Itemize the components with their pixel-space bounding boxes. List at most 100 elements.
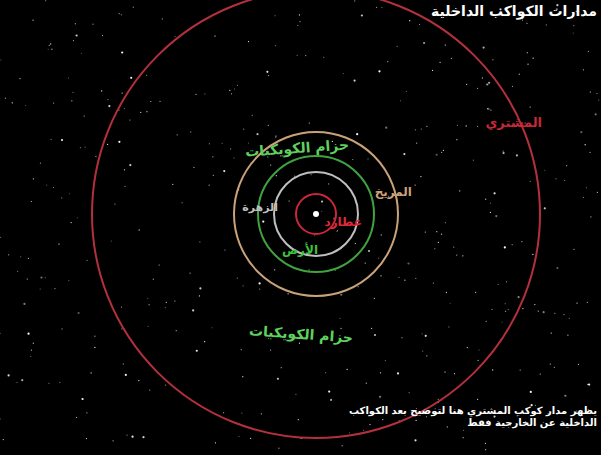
star-dot (521, 241, 522, 242)
star-dot (485, 449, 486, 450)
star-dot (426, 126, 427, 127)
star-dot (532, 254, 533, 255)
star-dot (516, 154, 518, 156)
star-dot (486, 83, 488, 85)
star-dot (363, 430, 364, 431)
star-dot (385, 127, 387, 129)
star-dot (501, 321, 502, 322)
star-dot (33, 343, 34, 344)
star-dot (597, 192, 598, 193)
star-dot (337, 230, 338, 231)
star-dot (397, 46, 398, 47)
star-dot (230, 148, 231, 149)
star-dot (434, 248, 435, 249)
star-dot (578, 364, 579, 365)
planet-label: الزهرة (242, 202, 278, 215)
star-dot (270, 350, 271, 351)
star-dot (477, 360, 478, 361)
star-dot (250, 438, 251, 439)
star-dot (420, 176, 421, 177)
star-dot (423, 42, 425, 44)
star-dot (487, 108, 488, 109)
star-dot (131, 436, 133, 438)
star-dot (177, 134, 178, 135)
star-dot (212, 156, 213, 157)
star-dot (504, 246, 506, 248)
star-dot (590, 216, 591, 217)
star-dot (28, 258, 29, 259)
star-dot (5, 98, 6, 99)
planet-label: الأرض (282, 244, 318, 258)
star-dot (451, 58, 452, 59)
star-dot (94, 347, 95, 348)
star-dot (174, 36, 175, 37)
star-dot (252, 115, 253, 116)
star-dot (73, 40, 74, 41)
star-dot (237, 277, 238, 278)
star-dot (407, 262, 409, 264)
star-dot (204, 341, 205, 342)
star-dot (473, 160, 474, 161)
star-dot (492, 309, 493, 310)
star-dot (425, 335, 427, 337)
star-dot (281, 367, 282, 368)
star-dot (378, 258, 379, 259)
star-dot (129, 119, 130, 120)
star-dot (368, 250, 370, 252)
sun-dot (313, 211, 319, 217)
star-dot (20, 256, 21, 257)
diagram-title: مدارات الكواكب الداخلية (431, 3, 597, 19)
star-dot (68, 280, 69, 281)
star-dot (349, 432, 350, 433)
star-dot (8, 374, 10, 376)
star-dot (213, 175, 214, 176)
star-dot (486, 321, 487, 322)
star-dot (80, 147, 81, 148)
star-dot (445, 44, 446, 45)
star-dot (387, 61, 388, 62)
star-dot (556, 267, 558, 269)
star-dot (299, 343, 300, 344)
star-dot (508, 309, 509, 310)
star-dot (0, 418, 1, 419)
star-dot (512, 244, 513, 245)
star-dot (114, 203, 115, 204)
star-dot (204, 93, 205, 94)
star-dot (71, 222, 72, 223)
star-dot (166, 302, 167, 303)
star-dot (495, 215, 497, 217)
star-dot (243, 128, 244, 129)
star-dot (310, 174, 311, 175)
star-dot (444, 371, 445, 372)
star-dot (583, 69, 584, 70)
star-dot (256, 133, 258, 135)
star-dot (133, 7, 134, 8)
star-dot (122, 92, 123, 93)
star-dot (588, 51, 589, 52)
star-dot (573, 32, 574, 33)
star-dot (234, 88, 235, 89)
star-dot (209, 143, 210, 144)
star-dot (25, 105, 26, 106)
star-dot (276, 175, 277, 176)
star-dot (538, 310, 539, 311)
star-dot (477, 399, 478, 400)
star-dot (381, 7, 382, 8)
star-dot (211, 327, 212, 328)
star-dot (190, 131, 191, 132)
star-dot (76, 417, 77, 418)
star-dot (121, 328, 122, 329)
star-dot (527, 64, 528, 65)
planet-label: المشتري (485, 116, 542, 131)
star-dot (445, 222, 446, 223)
star-dot (358, 286, 359, 287)
star-dot (347, 369, 348, 370)
star-dot (159, 101, 160, 102)
star-dot (376, 7, 377, 8)
star-dot (150, 101, 151, 102)
star-dot (118, 141, 120, 143)
star-dot (485, 443, 486, 444)
star-dot (438, 399, 439, 400)
star-dot (433, 283, 434, 284)
star-dot (86, 438, 87, 439)
